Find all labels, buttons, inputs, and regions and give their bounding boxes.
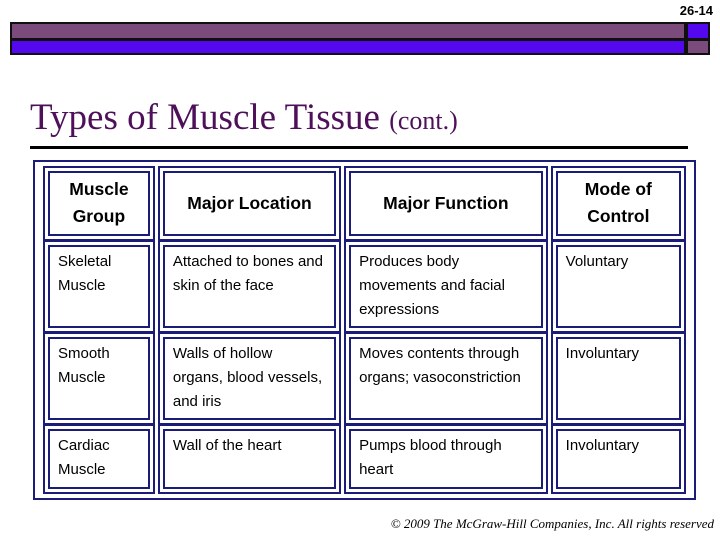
column-header-mode-of-control: Mode of Control (550, 165, 687, 242)
table-cell: Involuntary (550, 424, 687, 495)
table-row-skeletal: Skeletal Muscle Attached to bones and sk… (43, 240, 687, 334)
column-header-major-location: Major Location (157, 165, 342, 242)
banner-bottom-endcap (686, 40, 710, 55)
banner-top-stripe (10, 22, 686, 40)
table-container: Muscle Group Major Location Major Functi… (33, 160, 696, 501)
table-cell: Cardiac Muscle (43, 424, 155, 495)
table-cell: Pumps blood through heart (344, 424, 548, 495)
table-row-cardiac: Cardiac Muscle Wall of the heart Pumps b… (43, 424, 687, 495)
table-cell: Produces body movements and facial expre… (344, 240, 548, 334)
table-cell: Skeletal Muscle (43, 240, 155, 334)
copyright-footer: © 2009 The McGraw-Hill Companies, Inc. A… (390, 516, 714, 531)
table-cell: Walls of hollow organs, blood vessels, a… (157, 332, 342, 426)
table-cell: Voluntary (550, 240, 687, 334)
slide-number: 26-14 (679, 3, 713, 18)
banner-top-endcap (686, 22, 710, 40)
banner-bottom-stripe (10, 40, 686, 55)
page-title-main: Types of Muscle Tissue (30, 97, 390, 138)
banner-bottom-row (10, 40, 710, 55)
table-row-smooth: Smooth Muscle Walls of hollow organs, bl… (43, 332, 687, 426)
table-cell: Wall of the heart (157, 424, 342, 495)
table-cell: Smooth Muscle (43, 332, 155, 426)
header-banner (10, 22, 710, 55)
table-cell: Involuntary (550, 332, 687, 426)
table-cell: Moves contents through organs; vasoconst… (344, 332, 548, 426)
column-header-major-function: Major Function (344, 165, 548, 242)
page-title: Types of Muscle Tissue (cont.) (30, 96, 458, 139)
table-cell: Attached to bones and skin of the face (157, 240, 342, 334)
banner-top-row (10, 22, 710, 40)
page-title-cont: (cont.) (389, 106, 458, 135)
header-row: Muscle Group Major Location Major Functi… (43, 165, 687, 242)
title-underline (30, 146, 688, 149)
muscle-tissue-table: Muscle Group Major Location Major Functi… (33, 160, 696, 501)
column-header-muscle-group: Muscle Group (43, 165, 155, 242)
